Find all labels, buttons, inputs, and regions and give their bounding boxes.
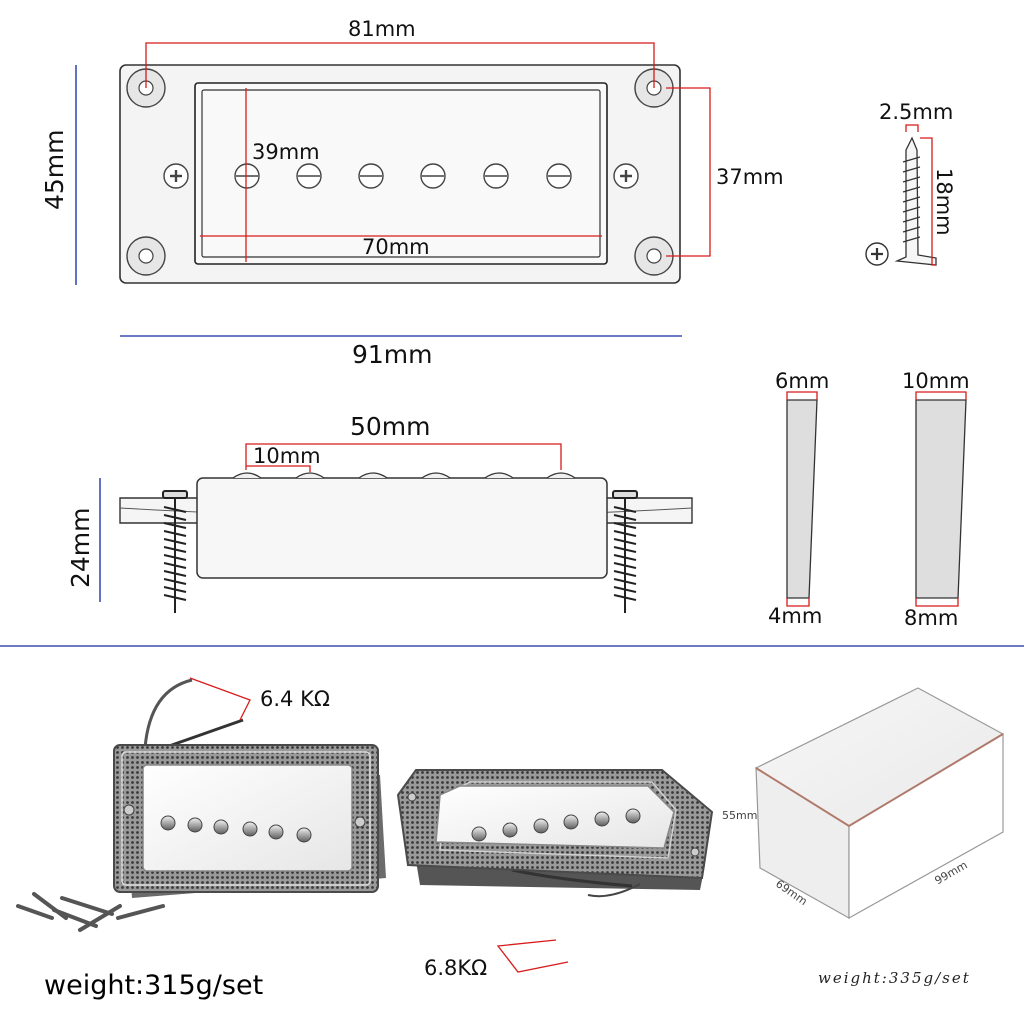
spacer-small-bottom: 4mm [768,604,823,628]
resistance-neck-label: 6.4 KΩ [260,687,330,711]
weight-set-label: weight:315g/set [44,970,264,1001]
dimension-outer-width: 91mm [352,340,433,369]
dimension-screw-length: 18mm [932,168,956,236]
resistance-callout-lines [189,677,569,973]
dimension-outer-height: 45mm [40,129,69,210]
spacer-large [915,391,967,607]
axis-lines-top [75,65,682,337]
spacer-large-bottom: 8mm [904,606,959,630]
box-height-label: 55mm [722,809,758,822]
dimension-hole-vertical: 37mm [716,165,784,189]
loose-screws-photo [16,892,165,932]
pole-pieces-top [234,163,572,189]
dimension-pole-span: 50mm [350,412,431,441]
phillips-screw-right-icon [613,163,639,189]
spring-right [612,490,638,613]
phillips-screw-head-icon [865,242,889,266]
spring-left [162,490,188,613]
dimension-inner-width: 70mm [362,235,430,259]
pickup-photo-neck [113,678,386,898]
phillips-screw-left-icon [163,163,189,189]
dimension-lines-top [145,42,711,262]
dimension-lines-screw [905,124,936,266]
weight-packed-label: weight:335g/set [818,969,971,987]
mounting-screw-drawing [894,136,937,266]
top-view-outline [119,64,681,284]
dimension-lines-side [245,443,562,472]
side-view-pole-caps [232,472,576,479]
mounting-hole-bottom-left [126,236,166,276]
spacer-small [786,391,818,607]
dimension-pole-spacing: 10mm [253,444,321,468]
resistance-bridge-label: 6.8KΩ [424,956,488,980]
dimension-hole-spacing: 81mm [348,17,416,41]
spacer-large-top: 10mm [902,369,970,393]
dimension-inner-height: 39mm [252,140,320,164]
side-view-cover [196,477,608,579]
pickup-photo-bridge [396,769,714,898]
spacer-small-top: 6mm [775,369,830,393]
dimension-side-height: 24mm [66,507,95,588]
dimension-screw-diameter: 2.5mm [879,100,954,124]
packaging-box [754,687,1005,920]
